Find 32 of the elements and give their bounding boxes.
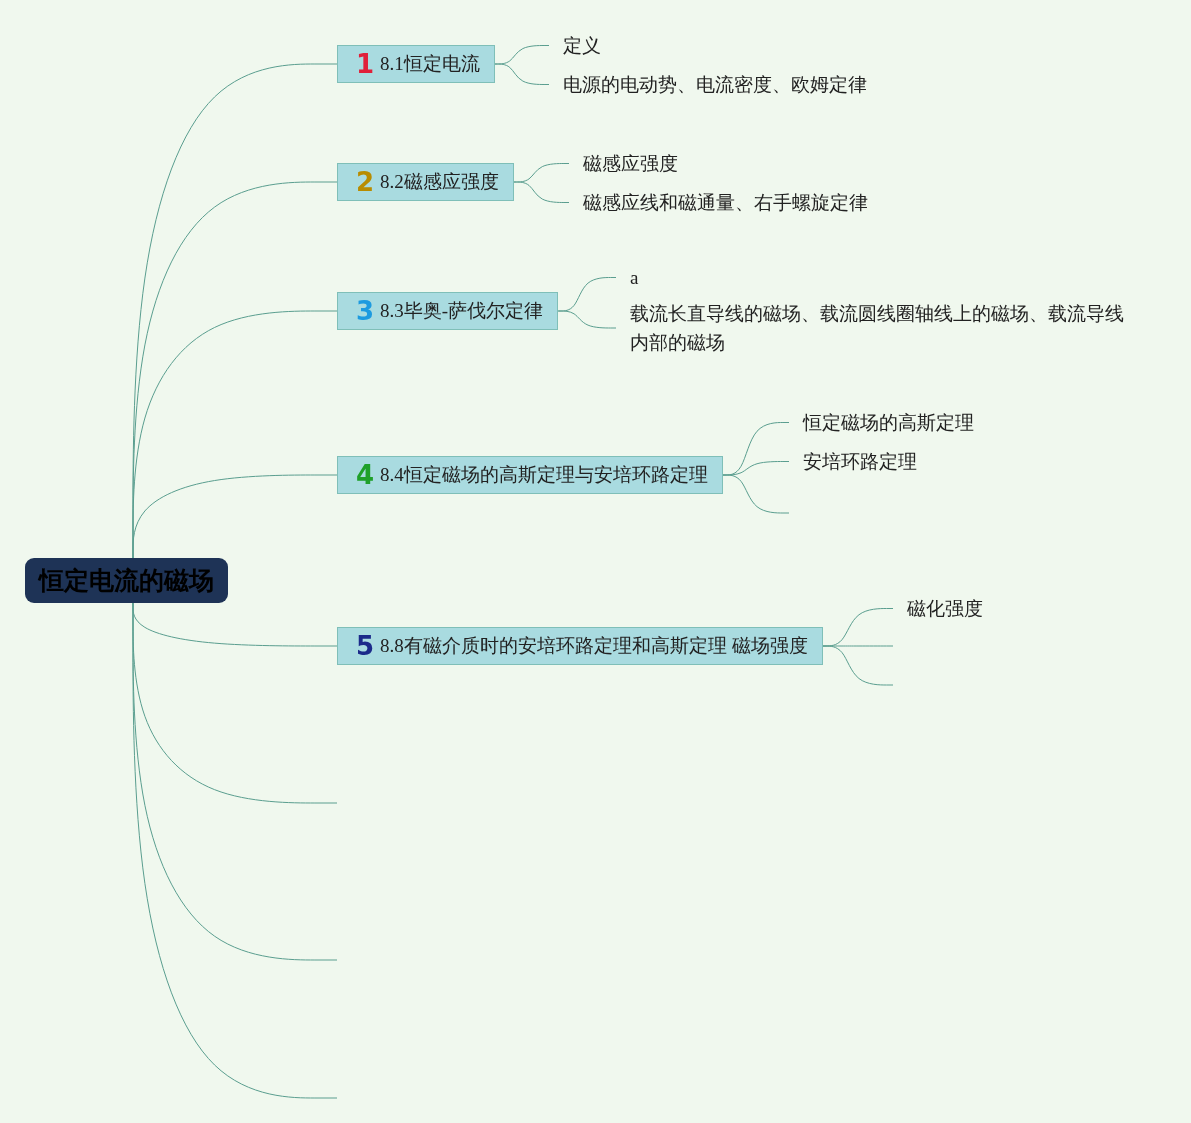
topic-label: 8.1恒定电流 (380, 52, 480, 76)
connector (513, 181, 570, 203)
central-topic: 恒定电流的磁场 (25, 558, 228, 603)
subtopic-text: 安培环路定理 (789, 447, 917, 476)
topic-box (337, 45, 495, 83)
connector (494, 63, 550, 85)
branch-line (132, 602, 338, 1099)
subtopic-text: a (616, 263, 639, 292)
subtopic-text: 磁感应线和磁通量、右手螺旋定律 (569, 188, 868, 217)
connector (557, 310, 617, 329)
topic-box (337, 627, 823, 665)
connector (132, 474, 338, 559)
topic-box (337, 456, 723, 494)
topic-label: 8.2磁感应强度 (380, 170, 499, 194)
number-label: 1 (356, 49, 375, 79)
subtopic-text: 电源的电动势、电流密度、欧姆定律 (549, 70, 867, 99)
branch-line (722, 474, 790, 514)
subtopic-text: 磁化强度 (893, 594, 983, 623)
topic-box (337, 163, 514, 201)
topic-label: 8.8有磁介质时的安培环路定理和高斯定理 磁场强度 (380, 634, 808, 658)
number-label: 2 (356, 167, 375, 197)
subtopic-text: 定义 (549, 31, 601, 60)
subtopic-text: 恒定磁场的高斯定理 (789, 408, 974, 437)
number-label: 5 (356, 631, 375, 661)
branch-line (822, 645, 894, 686)
number-label: 3 (356, 296, 375, 326)
subtopic-text: 磁感应强度 (569, 149, 678, 178)
subtopic-text: 载流长直导线的磁场、载流圆线圈轴线上的磁场、载流导线内部的磁场 (616, 299, 1136, 357)
topic-label: 8.3毕奥-萨伐尔定律 (380, 299, 544, 323)
topic-label: 8.4恒定磁场的高斯定理与安培环路定理 (380, 463, 708, 487)
number-label: 4 (356, 460, 375, 490)
topic-box (337, 292, 559, 330)
